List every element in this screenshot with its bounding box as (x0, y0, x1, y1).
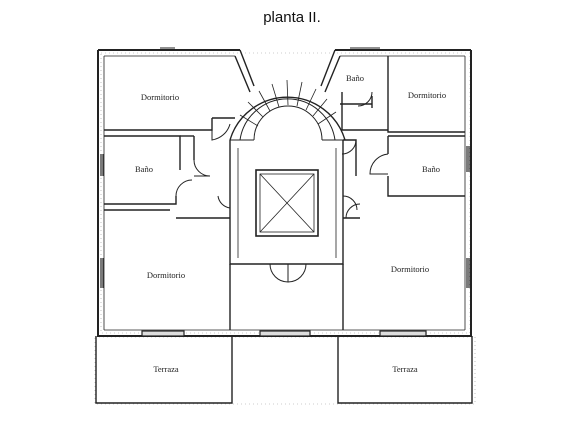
room-label-dormitorio-ne: Dormitorio (408, 90, 446, 100)
bottom-windows (141, 330, 427, 337)
room-label-bano-ne: Baño (346, 73, 364, 83)
room-label-dormitorio-sw: Dormitorio (147, 270, 185, 280)
side-windows (100, 146, 470, 288)
room-bano-w (104, 135, 230, 219)
room-label-bano-w: Baño (135, 164, 153, 174)
spiral-staircase (229, 79, 346, 141)
room-label-terraza-w: Terraza (153, 364, 179, 374)
central-core (229, 140, 344, 265)
room-label-terraza-e: Terraza (392, 364, 418, 374)
door-swings (175, 91, 389, 283)
light-shaft (255, 169, 319, 237)
room-label-dormitorio-nw: Dormitorio (141, 92, 179, 102)
room-ne-block (320, 49, 465, 133)
room-label-dormitorio-se: Dormitorio (391, 264, 429, 274)
plan-title: planta II. (263, 9, 321, 26)
terraces (95, 336, 473, 404)
room-bano-e (343, 135, 465, 219)
room-dormitorios-south (104, 264, 465, 331)
room-dormitorio-nw (104, 49, 255, 131)
room-label-bano-e: Baño (422, 164, 440, 174)
